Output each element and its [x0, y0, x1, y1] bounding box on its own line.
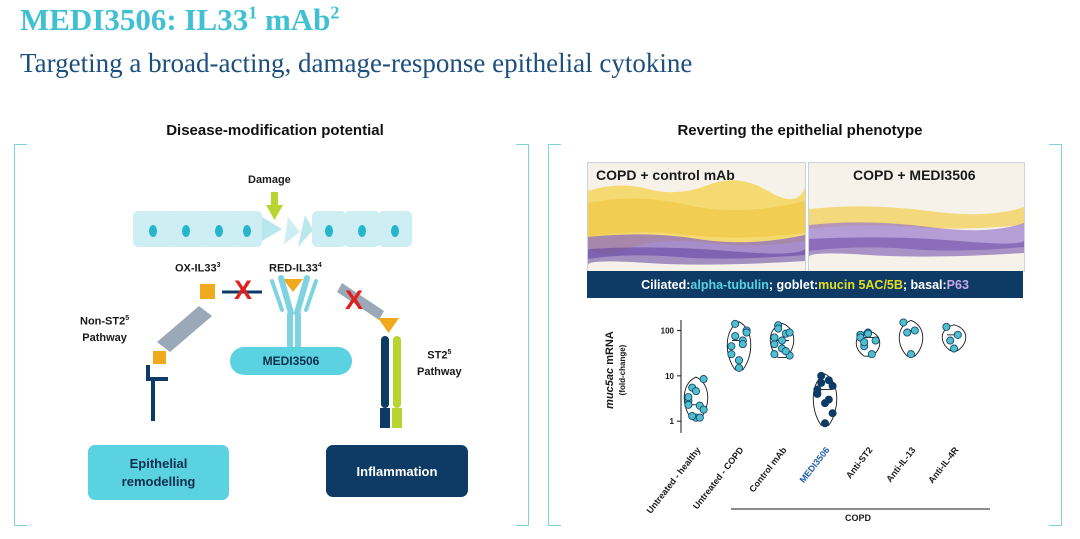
chart-point: [910, 326, 919, 335]
micrograph-control-label: COPD + control mAb: [596, 167, 735, 183]
page-title: MEDI3506: IL331 mAb2: [20, 2, 340, 37]
chart-point: [903, 328, 912, 337]
micrograph-medi3506-label: COPD + MEDI3506: [853, 167, 976, 183]
chart-y-tick-label: 10: [665, 372, 674, 381]
left-panel-bracket-right: [516, 144, 529, 526]
chart-point: [871, 336, 880, 345]
stain-legend-caption: Ciliated: alpha-tubulin; goblet: mucin 5…: [587, 271, 1023, 298]
il33-pathway-diagram: [133, 192, 412, 428]
chart-point: [946, 336, 955, 345]
micrograph-control-image: [588, 163, 805, 271]
antibody-icon: [270, 275, 318, 350]
chart-point: [785, 328, 794, 337]
chart-point: [692, 387, 701, 396]
chart-point: [742, 328, 751, 337]
chart-x-tick-label: Anti-ST2: [844, 445, 875, 480]
micrograph-control-mab: COPD + control mAb: [587, 162, 806, 272]
chart-x-tick-label: MEDI3506: [798, 445, 832, 485]
red-il33-triangle: [283, 279, 303, 292]
right-panel-heading: Reverting the epithelial phenotype: [677, 122, 923, 139]
chart-point: [906, 350, 915, 359]
chart-point: [824, 395, 833, 404]
chart-point: [777, 336, 786, 345]
page-subtitle: Targeting a broad-acting, damage-respons…: [20, 48, 693, 78]
chart-point: [688, 412, 697, 421]
damage-label: Damage: [248, 174, 291, 186]
block-x-st2: X: [345, 285, 364, 315]
chart-point: [731, 319, 740, 328]
chart-x-tick-label: Control mAb: [747, 445, 789, 494]
chart-point: [684, 400, 693, 409]
chart-point: [899, 318, 908, 327]
muc5ac-chart: muc5ac mRNA (fold-change) 1 10 100 Untreat…: [604, 318, 990, 523]
chart-x-tick-label: Anti-IL-4R: [926, 445, 961, 485]
chart-violins: [683, 319, 967, 426]
epithelium-cells: [133, 211, 412, 247]
chart-copd-group-label: COPD: [845, 513, 872, 523]
chart-point: [770, 350, 779, 359]
p63-marker: P63: [946, 277, 969, 292]
chart-point: [738, 340, 747, 349]
damage-arrow: [266, 192, 283, 220]
inflammation-box: Inflammation: [326, 445, 468, 497]
chart-point: [684, 393, 693, 402]
mucin-marker: mucin 5AC/5B: [818, 277, 903, 292]
left-panel-bracket-left: [14, 144, 27, 526]
chart-y-tick-label: 1: [670, 417, 675, 426]
chart-point: [734, 356, 743, 365]
non-st2-pathway-arrow: [153, 306, 212, 364]
micrograph-medi3506-image: [809, 163, 1024, 271]
st2-receptor-icon: [380, 336, 402, 428]
chart-point: [817, 378, 826, 387]
medi3506-antibody-badge: MEDI3506: [230, 347, 352, 375]
chart-point: [727, 350, 736, 359]
chart-point: [817, 371, 826, 380]
chart-point: [942, 322, 951, 331]
left-panel-heading: Disease-modification potential: [166, 122, 384, 139]
non-st2-receptor-icon: [146, 365, 168, 421]
chart-point: [699, 375, 708, 384]
chart-point: [731, 332, 740, 341]
chart-point: [820, 419, 829, 428]
chart-point: [734, 363, 743, 372]
chart-point: [867, 350, 876, 359]
chart-point: [828, 381, 837, 390]
chart-point: [949, 344, 958, 353]
chart-point: [781, 347, 790, 356]
st2-pathway-arrow: [337, 283, 399, 333]
chart-point: [695, 413, 704, 422]
micrograph-medi3506: COPD + MEDI3506: [808, 162, 1025, 272]
ox-il33-label: OX-IL333: [175, 262, 221, 275]
block-x-ox-il33: X: [234, 275, 253, 305]
chart-point: [774, 324, 783, 333]
chart-point: [727, 342, 736, 351]
chart-point: [953, 330, 962, 339]
chart-points: [684, 318, 962, 428]
chart-point: [863, 329, 872, 338]
chart-point: [699, 405, 708, 414]
red-il33-label: RED-IL334: [269, 262, 322, 275]
right-panel-bracket-left: [548, 144, 561, 526]
chart-point: [770, 333, 779, 342]
alpha-tubulin-marker: alpha-tubulin: [690, 277, 769, 292]
chart-point: [860, 338, 869, 347]
chart-y-axis-label: muc5ac mRNA: [604, 331, 616, 409]
chart-y-ticks: 1 10 100: [661, 326, 681, 426]
chart-y-tick-label: 100: [661, 326, 675, 335]
chart-point: [813, 385, 822, 394]
chart-point: [824, 376, 833, 385]
chart-x-tick-label: Anti-IL-13: [884, 445, 917, 484]
chart-point: [770, 340, 779, 349]
chart-point: [828, 409, 837, 418]
chart-y-axis-sublabel: (fold-change): [618, 344, 627, 395]
ox-il33-square: [200, 284, 215, 299]
right-panel-bracket-right: [1049, 144, 1062, 526]
